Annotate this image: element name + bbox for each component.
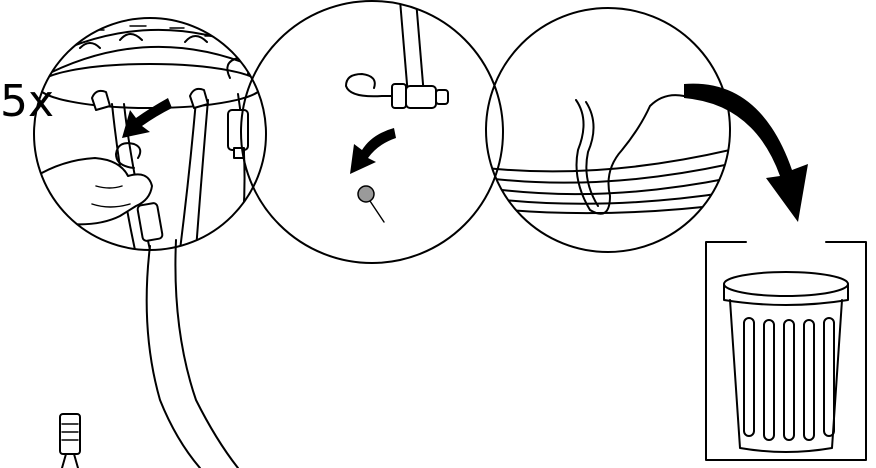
detail-circle-twist-tie xyxy=(486,8,730,252)
curved-arrow-icon xyxy=(350,128,396,174)
plug-icon xyxy=(60,414,80,468)
detail-circle-hook-pin xyxy=(241,0,503,263)
hook-icon xyxy=(346,74,382,96)
disposal-frame xyxy=(706,242,866,460)
trash-bin-icon xyxy=(724,272,848,452)
hook-icon xyxy=(190,89,208,108)
plug-icon xyxy=(228,110,248,150)
hook-icon xyxy=(92,91,110,110)
pin-icon xyxy=(358,186,374,202)
repeat-count-label: 5x xyxy=(0,80,90,124)
cable-strand xyxy=(147,240,238,468)
curved-arrow-icon xyxy=(122,98,172,138)
curved-arrow-icon xyxy=(684,84,808,222)
